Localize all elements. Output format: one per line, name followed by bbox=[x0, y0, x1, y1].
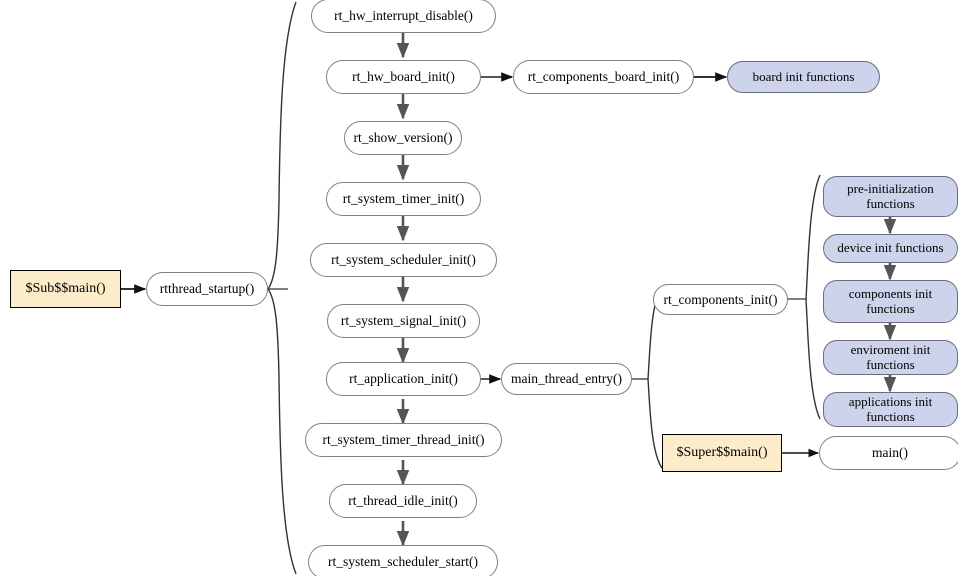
node-sub-main[interactable]: $Sub$$main() bbox=[10, 270, 121, 308]
node-label: rt_thread_idle_init() bbox=[348, 493, 458, 509]
node-rt-system-scheduler-init[interactable]: rt_system_scheduler_init() bbox=[310, 243, 497, 277]
node-rt-system-timer-init[interactable]: rt_system_timer_init() bbox=[326, 182, 481, 216]
node-rt-thread-idle-init[interactable]: rt_thread_idle_init() bbox=[329, 484, 477, 518]
brace-app-branch bbox=[647, 287, 663, 469]
node-rt-components-init[interactable]: rt_components_init() bbox=[653, 284, 788, 315]
node-label: main() bbox=[872, 445, 908, 461]
node-enviroment-init-functions[interactable]: enviroment init functions bbox=[823, 340, 958, 375]
node-rt-system-timer-thread-init[interactable]: rt_system_timer_thread_init() bbox=[305, 423, 502, 457]
node-label: rt_components_board_init() bbox=[527, 69, 680, 85]
node-rt-show-version[interactable]: rt_show_version() bbox=[344, 121, 462, 155]
node-label: rt_system_timer_thread_init() bbox=[322, 432, 485, 448]
brace-startup-sequence bbox=[267, 1, 297, 575]
node-device-init-functions[interactable]: device init functions bbox=[823, 234, 958, 263]
node-label: rt_hw_board_init() bbox=[352, 69, 455, 85]
node-label: $Sub$$main() bbox=[25, 281, 106, 297]
node-rt-hw-interrupt-disable[interactable]: rt_hw_interrupt_disable() bbox=[311, 0, 496, 33]
node-label: rt_system_scheduler_init() bbox=[331, 252, 476, 268]
node-applications-init-functions[interactable]: applications init functions bbox=[823, 392, 958, 427]
node-label: rt_show_version() bbox=[353, 130, 453, 146]
node-label: rt_system_timer_init() bbox=[342, 191, 465, 207]
node-rt-system-scheduler-start[interactable]: rt_system_scheduler_start() bbox=[308, 545, 498, 576]
node-label: enviroment init functions bbox=[850, 341, 931, 372]
node-pre-initialization-functions[interactable]: pre-initialization functions bbox=[823, 176, 958, 217]
node-label: rt_system_scheduler_start() bbox=[328, 554, 478, 570]
node-rt-application-init[interactable]: rt_application_init() bbox=[326, 362, 481, 396]
node-label: main_thread_entry() bbox=[511, 371, 622, 387]
node-label: rt_system_signal_init() bbox=[340, 313, 467, 329]
node-components-init-functions[interactable]: components init functions bbox=[823, 280, 958, 323]
node-label: $Super$$main() bbox=[676, 445, 768, 461]
brace-component-init-stages bbox=[805, 174, 821, 420]
node-rt-hw-board-init[interactable]: rt_hw_board_init() bbox=[326, 60, 481, 94]
node-rt-system-signal-init[interactable]: rt_system_signal_init() bbox=[327, 304, 480, 338]
node-label: board init functions bbox=[752, 68, 855, 84]
node-rt-components-board-init[interactable]: rt_components_board_init() bbox=[513, 60, 694, 94]
node-main-thread-entry[interactable]: main_thread_entry() bbox=[501, 363, 632, 395]
node-label: applications init functions bbox=[848, 393, 933, 424]
node-label: components init functions bbox=[848, 285, 933, 316]
node-label: pre-initialization functions bbox=[847, 180, 934, 211]
node-label: rt_components_init() bbox=[663, 291, 778, 307]
node-label: device init functions bbox=[837, 240, 944, 256]
node-label: rt_application_init() bbox=[349, 371, 458, 387]
node-super-main[interactable]: $Super$$main() bbox=[662, 434, 782, 472]
node-label: rtthread_startup() bbox=[159, 281, 255, 297]
node-rtthread-startup[interactable]: rtthread_startup() bbox=[146, 272, 268, 306]
node-main[interactable]: main() bbox=[819, 436, 958, 470]
node-board-init-functions[interactable]: board init functions bbox=[727, 61, 880, 93]
node-label: rt_hw_interrupt_disable() bbox=[334, 8, 473, 24]
